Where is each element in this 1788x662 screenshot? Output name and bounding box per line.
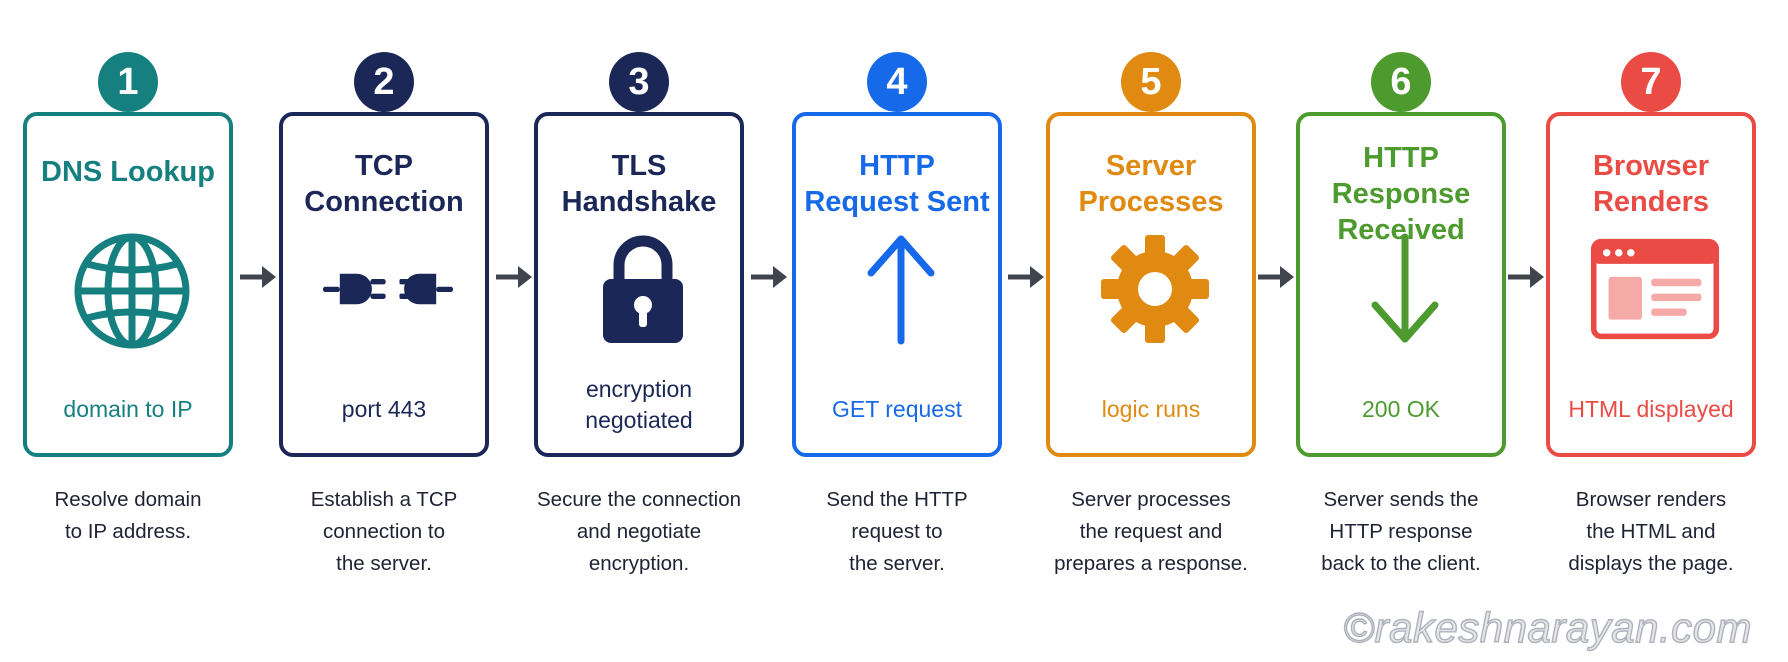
step-description: Server processes the request and prepares … [1032,484,1270,580]
step-subtitle-line: logic runs [1101,396,1201,422]
step-description-line: Browser renders [1575,488,1727,511]
step-title-line: DNS Lookup [41,156,215,188]
connector-arrow-icon [496,266,532,288]
step-description: Secure the connection and negotiate encryp… [520,484,758,580]
step-number-badge: 2 [354,52,414,112]
lock-icon [578,224,708,354]
browser-window-icon [1590,224,1720,354]
step-subtitle: encryption negotiated [538,374,740,436]
step-subtitle: HTML displayed [1550,394,1752,425]
step-card: DNS Lookup domain to IP [23,112,233,457]
step-description-line: Secure the connection [537,488,741,511]
step-description-line: the HTML and [1586,520,1716,543]
step-title-line: Handshake [561,186,717,218]
step-description-line: request to [851,520,943,543]
step-description: Browser renders the HTML and displays the … [1532,484,1770,580]
step-description-line: prepares a response. [1054,552,1248,575]
step-title-line: Processes [1078,186,1224,218]
step-title: HTTP Request Sent [796,148,998,220]
plug-icon [323,224,453,354]
step-card: TLS Handshake encryption negotiated [534,112,744,457]
arrow-up-icon [836,224,966,354]
step-title-line: Renders [1592,186,1710,218]
step-title-line: Browser [1592,150,1710,182]
step-number-badge: 3 [609,52,669,112]
connector-arrow-icon [1008,266,1044,288]
step-title-line: TLS [611,150,667,182]
step-card: HTTP Request Sent GET request [792,112,1002,457]
step-title-line: Connection [304,186,464,218]
gear-icon [1090,224,1220,354]
step-subtitle: GET request [796,394,998,425]
step-title-line: HTTP [1363,142,1439,174]
step-description-line: Resolve domain [54,488,202,511]
connector-arrow-icon [1508,266,1544,288]
globe-icon [67,226,197,356]
step-card: TCP Connection port 443 [279,112,489,457]
step-description-line: Server sends the [1323,488,1479,511]
step-subtitle-line: encryption [585,376,693,402]
step-title: TCP Connection [283,148,485,220]
step-description-line: the request and [1079,520,1223,543]
step-description: Establish a TCP connection to the server. [265,484,503,580]
step-subtitle-line: HTML displayed [1568,396,1734,422]
step-description-line: the server. [849,552,945,575]
step-title-line: Received [1337,214,1465,246]
connector-arrow-icon [751,266,787,288]
step-title-line: TCP [355,150,413,182]
step-subtitle-line: domain to IP [63,396,193,422]
step-subtitle-line: port 443 [341,396,427,422]
step-number-badge: 7 [1621,52,1681,112]
step-description: Send the HTTP request to the server. [778,484,1016,580]
step-description-line: back to the client. [1321,552,1481,575]
step-description-line: to IP address. [64,520,192,543]
step-subtitle-line: GET request [832,396,962,422]
step-title-line: HTTP [859,150,935,182]
step-title-line: Response [1331,178,1471,210]
step-number-badge: 5 [1121,52,1181,112]
step-title: DNS Lookup [27,154,229,190]
step-description: Resolve domain to IP address. [9,484,247,548]
step-description-line: connection to [323,520,445,543]
step-description-line: encryption. [588,552,690,575]
step-number-badge: 1 [98,52,158,112]
step-subtitle: domain to IP [27,394,229,425]
step-description-line: and negotiate [576,520,702,543]
step-subtitle-line: 200 OK [1362,396,1440,422]
step-description-line: Server processes [1071,488,1231,511]
step-description-line: HTTP response [1329,520,1473,543]
step-description-line: displays the page. [1568,552,1734,575]
connector-arrow-icon [240,266,276,288]
step-number-badge: 4 [867,52,927,112]
step-description-line: Send the HTTP [826,488,968,511]
connector-arrow-icon [1258,266,1294,288]
step-subtitle: 200 OK [1300,394,1502,425]
step-description-line: the server. [336,552,432,575]
arrow-down-icon [1340,224,1470,354]
watermark: ©rakeshnarayan.com [1342,603,1752,651]
step-description-line: Establish a TCP [310,488,458,511]
step-title-line: Request Sent [804,186,990,218]
step-title-line: Server [1105,150,1197,182]
step-subtitle-line: negotiated [585,407,693,433]
step-number-badge: 6 [1371,52,1431,112]
step-subtitle: port 443 [283,394,485,425]
step-subtitle: logic runs [1050,394,1252,425]
step-title: TLS Handshake [538,148,740,220]
